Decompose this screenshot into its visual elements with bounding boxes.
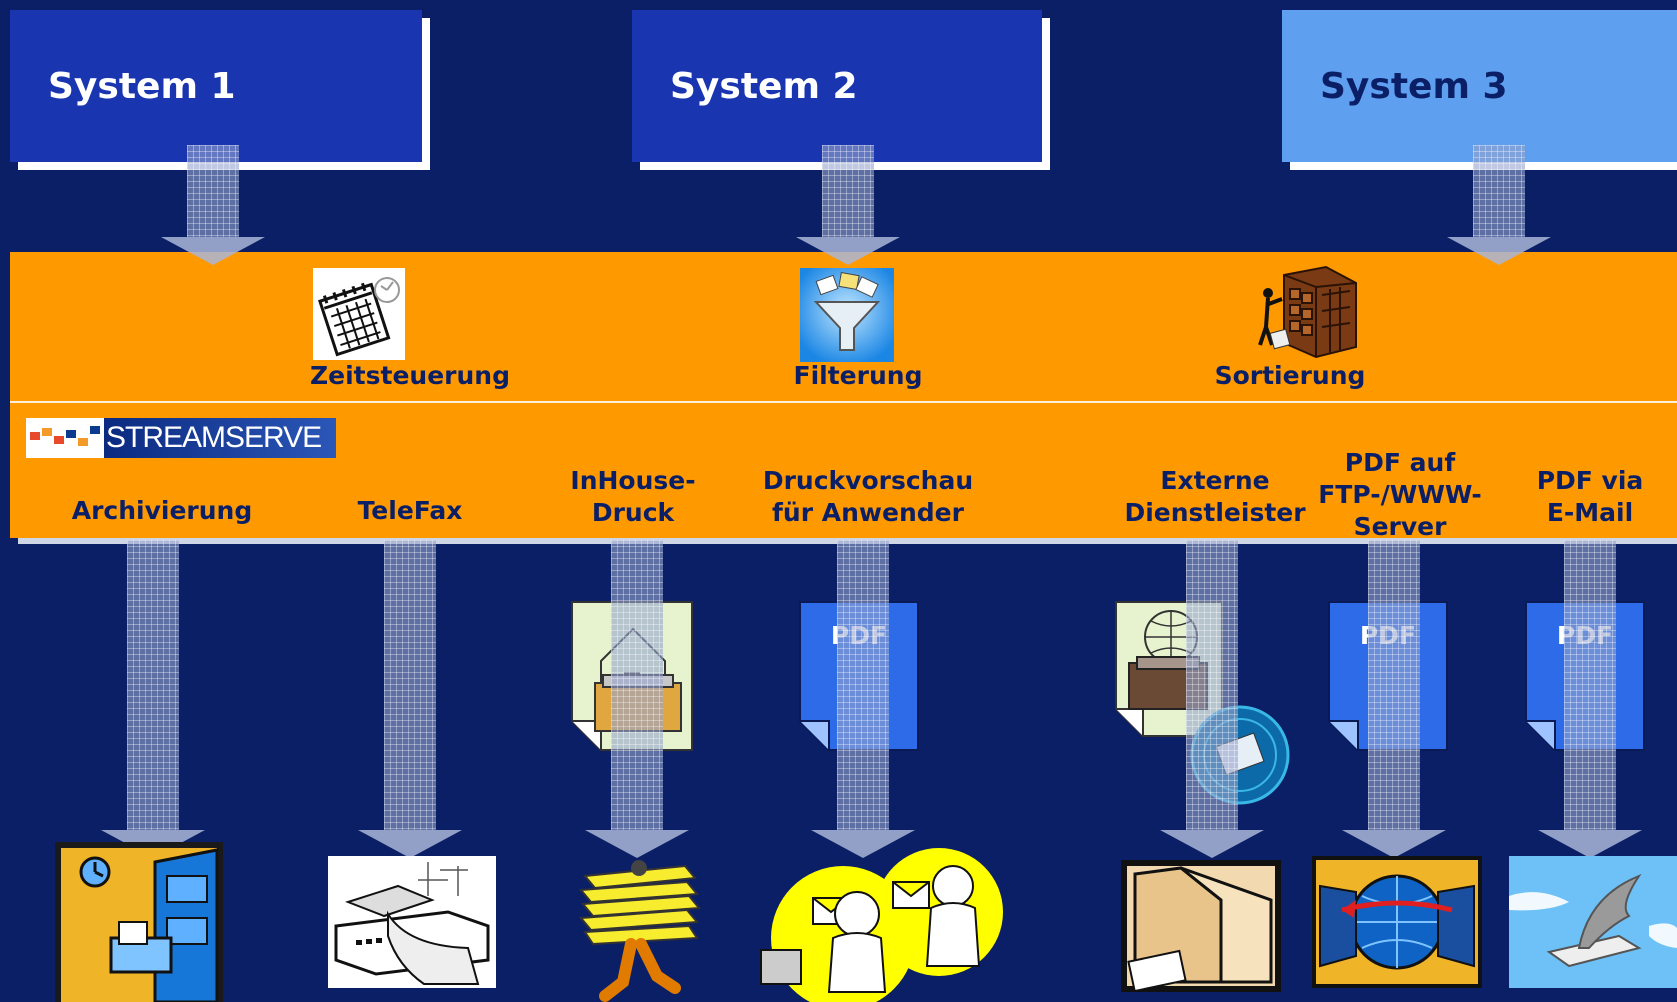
processing-label-filterung: Filterung: [793, 361, 923, 390]
web-transfer-icon: [1312, 856, 1482, 988]
funnel-icon: [800, 268, 894, 362]
sorting-shelf-icon: [1258, 265, 1357, 359]
system-3-box: System 3: [1282, 10, 1677, 170]
arrow-pdf-email: [1564, 540, 1616, 830]
arrow-telefax: [384, 540, 436, 830]
system-2-label: System 2: [670, 66, 858, 107]
system-1-label: System 1: [48, 66, 236, 107]
streamserve-logo: STREAMSERVE: [26, 418, 336, 458]
logo-mark-icon: [30, 426, 100, 446]
system-2-box: System 2: [632, 10, 1050, 170]
arrow-druckvorschau: [837, 540, 889, 830]
arrow-archivierung: [127, 540, 179, 830]
users-mail-icon: [760, 848, 1003, 1002]
arrow-inhouse-druck: [611, 540, 663, 830]
arrow-system-3: [1473, 145, 1525, 237]
system-3-label: System 3: [1320, 66, 1508, 107]
paper-stack-icon: [578, 860, 702, 1002]
output-label-archivierung: Archivierung: [71, 496, 253, 525]
output-label-telefax: TeleFax: [357, 496, 463, 525]
arrow-system-1: [187, 145, 239, 237]
logo-text: STREAMSERVE: [106, 421, 322, 454]
arrow-pdf-ftp: [1368, 540, 1420, 830]
arrow-externe-dienstleister: [1186, 540, 1238, 830]
winged-mail-icon: [1509, 856, 1677, 988]
band-divider: [10, 401, 1677, 403]
calendar-icon: [313, 268, 405, 360]
system-1-box: System 1: [10, 10, 430, 170]
delivery-truck-icon: [1121, 860, 1281, 992]
fax-machine-icon: [328, 856, 496, 988]
arrow-system-2: [822, 145, 874, 237]
output-label-inhouse-druck: InHouse-Druck: [570, 466, 696, 527]
processing-label-sortierung: Sortierung: [1214, 361, 1366, 390]
filing-cabinet-icon: [55, 842, 223, 1002]
processing-label-zeitsteuerung: Zeitsteuerung: [310, 361, 510, 390]
